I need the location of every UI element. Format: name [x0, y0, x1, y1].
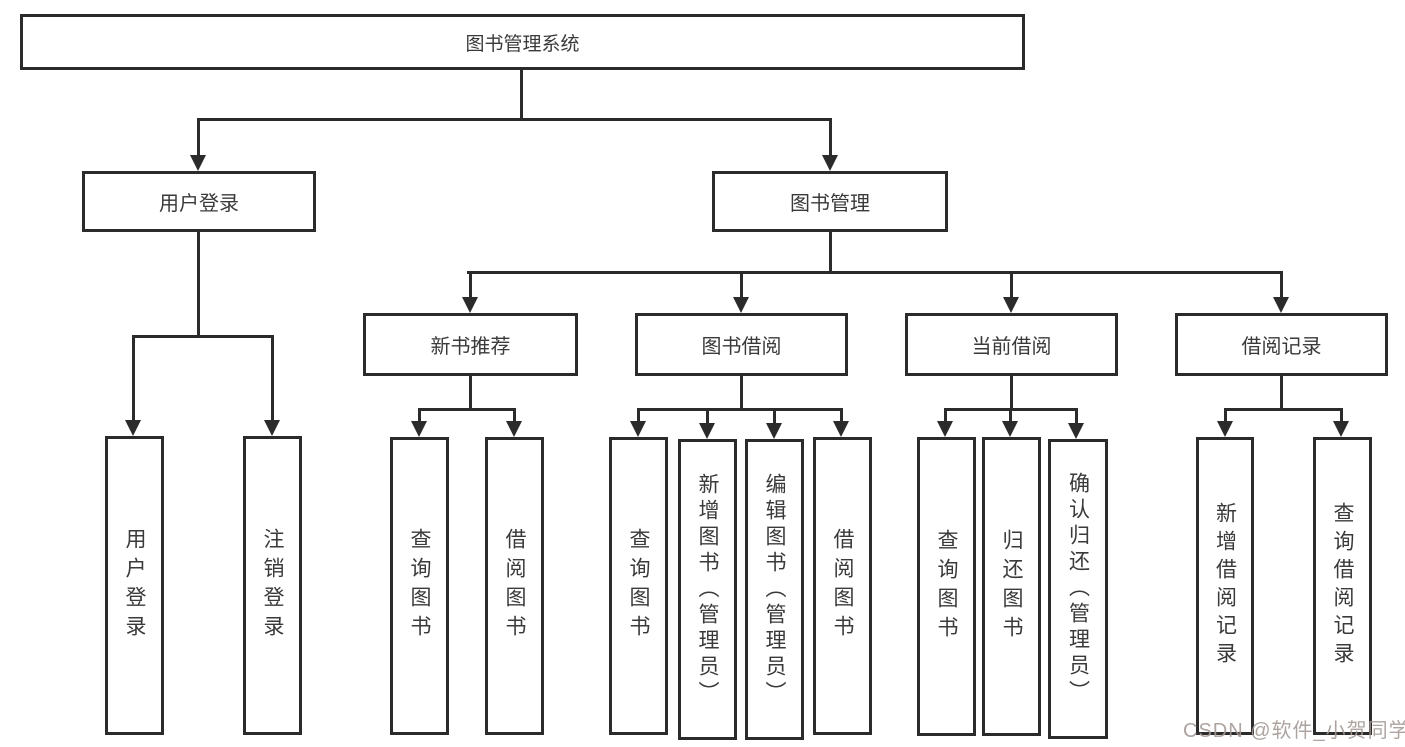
connector-line	[1224, 408, 1342, 411]
arrow-down-icon	[1217, 421, 1233, 437]
connector-line	[1280, 376, 1283, 411]
arrow-down-icon	[264, 420, 280, 436]
arrow-down-icon	[1333, 421, 1349, 437]
connector-line	[773, 408, 776, 424]
connector-line	[469, 376, 472, 411]
connector-line	[520, 70, 523, 118]
connector-line	[1280, 271, 1283, 298]
arrow-down-icon	[1068, 423, 1084, 439]
node-user-login: 用户登录	[82, 171, 316, 232]
leaf-br-query-borrow-record: 查询借阅记录	[1313, 437, 1372, 735]
leaf-nbr-query-books: 查询图书	[390, 437, 449, 735]
connector-line	[197, 118, 831, 121]
watermark-text: CSDN @软件_小贺同学	[1183, 720, 1405, 742]
arrow-down-icon	[1003, 297, 1019, 313]
leaf-cb-query-books: 查询图书	[917, 437, 976, 736]
leaf-user-login: 用户登录	[105, 436, 164, 735]
arrow-down-icon	[125, 420, 141, 436]
leaf-cb-return-books: 归还图书	[982, 437, 1041, 736]
connector-line	[840, 408, 843, 422]
connector-line	[1075, 408, 1078, 424]
arrow-down-icon	[630, 421, 646, 437]
connector-line	[944, 408, 947, 422]
connector-line	[829, 118, 832, 156]
leaf-br-add-borrow-record: 新增借阅记录	[1196, 437, 1254, 735]
connector-line	[637, 408, 843, 411]
connector-line	[637, 408, 640, 422]
connector-line	[197, 118, 200, 156]
connector-line	[132, 335, 135, 421]
arrow-down-icon	[190, 155, 206, 171]
connector-line	[829, 232, 832, 274]
arrow-down-icon	[699, 423, 715, 439]
connector-line	[469, 271, 472, 298]
node-current-borrowing: 当前借阅	[905, 313, 1118, 376]
node-book-management: 图书管理	[712, 171, 948, 232]
connector-line	[740, 271, 743, 298]
connector-line	[467, 271, 1283, 274]
leaf-bb-edit-books-admin: 编辑图书（管理员）	[745, 439, 804, 740]
arrow-down-icon	[733, 297, 749, 313]
node-book-borrowing: 图书借阅	[635, 313, 848, 376]
arrow-down-icon	[462, 297, 478, 313]
arrow-down-icon	[411, 421, 427, 437]
arrow-down-icon	[833, 421, 849, 437]
leaf-cb-confirm-return-admin: 确认归还（管理员）	[1048, 439, 1108, 739]
connector-line	[197, 232, 200, 335]
arrow-down-icon	[506, 421, 522, 437]
node-borrowing-records: 借阅记录	[1175, 313, 1388, 376]
connector-line	[418, 408, 421, 422]
connector-line	[513, 408, 516, 422]
connector-line	[1224, 408, 1227, 422]
connector-line	[418, 408, 516, 411]
connector-line	[1010, 271, 1013, 298]
leaf-nbr-borrow-books: 借阅图书	[485, 437, 544, 735]
connector-line	[740, 376, 743, 411]
leaf-bb-query-books: 查询图书	[609, 437, 668, 735]
connector-line	[1009, 408, 1012, 422]
connector-line	[1010, 376, 1013, 411]
connector-line	[132, 335, 274, 338]
node-new-book-recommend: 新书推荐	[363, 313, 578, 376]
leaf-bb-borrow-books: 借阅图书	[813, 437, 872, 735]
arrow-down-icon	[1002, 421, 1018, 437]
leaf-bb-add-books-admin: 新增图书（管理员）	[678, 439, 737, 740]
connector-line	[706, 408, 709, 424]
connector-line	[271, 335, 274, 421]
arrow-down-icon	[937, 421, 953, 437]
node-library-management-system: 图书管理系统	[20, 14, 1025, 70]
arrow-down-icon	[822, 155, 838, 171]
connector-line	[1340, 408, 1343, 422]
arrow-down-icon	[1273, 297, 1289, 313]
leaf-logout-login: 注销登录	[243, 436, 302, 735]
arrow-down-icon	[766, 423, 782, 439]
